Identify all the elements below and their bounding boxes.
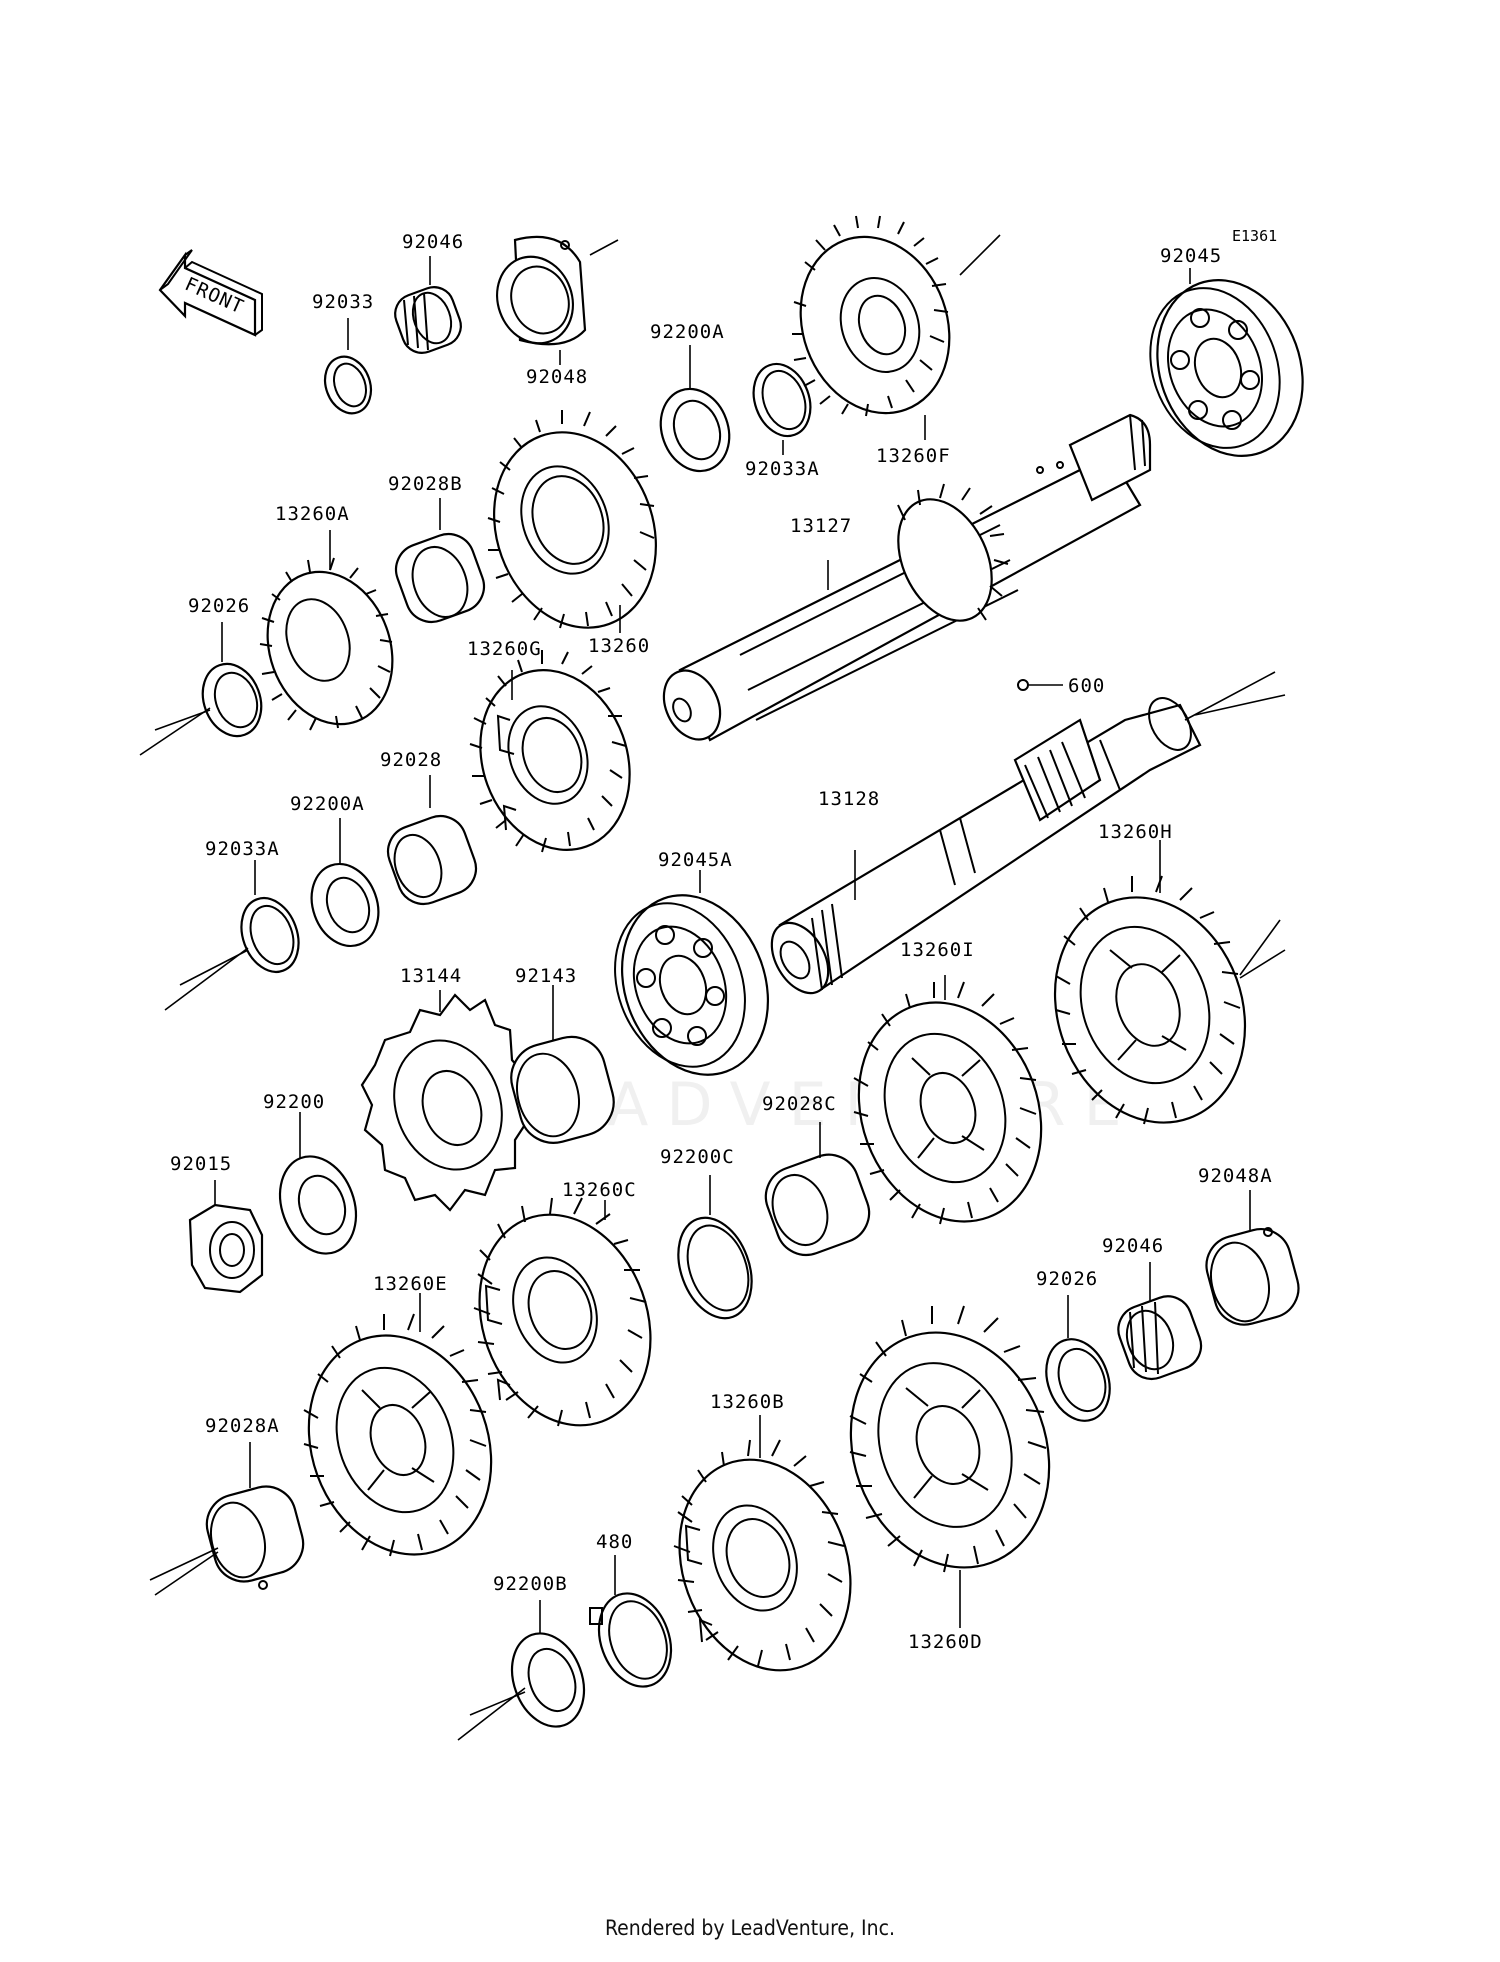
label-13260c: 13260C [562,1179,637,1201]
bushing-92028c[interactable] [757,1146,877,1263]
washer-92026-left[interactable] [193,656,271,745]
label-92033: 92033 [312,291,374,313]
label-13144: 13144 [400,965,462,987]
label-13260: 13260 [588,635,650,657]
label-92028a: 92028A [205,1415,280,1437]
washer-92200[interactable] [267,1146,369,1265]
gear-13260e[interactable] [279,1310,521,1581]
washer-92200a-top[interactable] [650,379,741,481]
label-92015: 92015 [170,1153,232,1175]
shaft-13128[interactable] [760,691,1202,1003]
gear-13260h[interactable] [1024,870,1276,1149]
gear-13260b[interactable] [651,1435,879,1694]
gear-13260d[interactable] [819,1304,1082,1595]
gear-13260i[interactable] [829,977,1071,1248]
needle-bearing-92046-right[interactable] [1112,1290,1208,1386]
label-92200c: 92200C [660,1146,735,1168]
bushing-92028a[interactable] [200,1480,310,1590]
washer-92026-right[interactable] [1035,1330,1120,1429]
label-92200a-left: 92200A [290,793,365,815]
label-92045a: 92045A [658,849,733,871]
label-92026-left: 92026 [188,595,250,617]
label-92046: 92046 [402,231,464,253]
label-13260d: 13260D [908,1631,983,1653]
collar-92048a[interactable] [1200,1222,1305,1331]
collar-92048[interactable] [485,235,587,354]
diagram-ref: E1361 [1232,227,1277,245]
needle-bearing-92046[interactable] [390,282,467,359]
label-13260e: 13260E [373,1273,448,1295]
bushing-92028b[interactable] [389,527,492,630]
gear-13260g[interactable] [456,649,654,871]
label-13260f: 13260F [876,445,951,467]
collar-92143[interactable] [504,1029,622,1150]
gear-13260f[interactable] [777,215,974,434]
label-92045: 92045 [1160,245,1222,267]
label-13128: 13128 [818,788,880,810]
gear-13260[interactable] [468,409,683,650]
label-13260a: 13260A [275,503,350,525]
washer-92200b[interactable] [500,1623,597,1736]
label-92046-right: 92046 [1102,1235,1164,1257]
washer-92200a-left[interactable] [301,855,390,956]
gear-13260c[interactable] [451,1190,679,1449]
label-92028b: 92028B [388,473,463,495]
label-92200a-top: 92200A [650,321,725,343]
label-92033a-top: 92033A [745,458,820,480]
label-92200b: 92200B [493,1573,568,1595]
label-480: 480 [596,1531,633,1553]
footer-credit: Rendered by LeadVenture, Inc. [605,1916,895,1940]
ball-bearing-92045[interactable] [1129,259,1327,476]
label-92048: 92048 [526,366,588,388]
label-92048a: 92048A [1198,1165,1273,1187]
shaft-13127[interactable] [653,413,1152,749]
label-92028c: 92028C [762,1093,837,1115]
label-92200: 92200 [263,1091,325,1113]
oil-dot-icon [1017,679,1029,691]
circlip-480[interactable] [587,1583,684,1696]
snap-ring-92033a-top[interactable] [744,356,820,444]
label-92143: 92143 [515,965,577,987]
nut-92015[interactable] [188,1203,264,1294]
front-arrow-icon: FRONT [158,249,263,337]
ball-bearing-92045a[interactable] [593,875,792,1096]
label-13260h: 13260H [1098,821,1173,843]
label-600: 600 [1068,675,1105,697]
label-92026-right: 92026 [1036,1268,1098,1290]
snap-ring-92033[interactable] [317,350,378,420]
snap-ring-92033a-left[interactable] [232,890,309,980]
label-13260i: 13260I [900,939,975,961]
label-13260g: 13260G [467,638,542,660]
label-92028: 92028 [380,749,442,771]
label-92033a-left: 92033A [205,838,280,860]
gear-13260a[interactable] [247,554,413,742]
bushing-92028[interactable] [381,809,484,912]
washer-92200c[interactable] [665,1208,764,1329]
sprocket-13144[interactable] [360,993,530,1212]
label-13260b: 13260B [710,1391,785,1413]
label-13127: 13127 [790,515,852,537]
